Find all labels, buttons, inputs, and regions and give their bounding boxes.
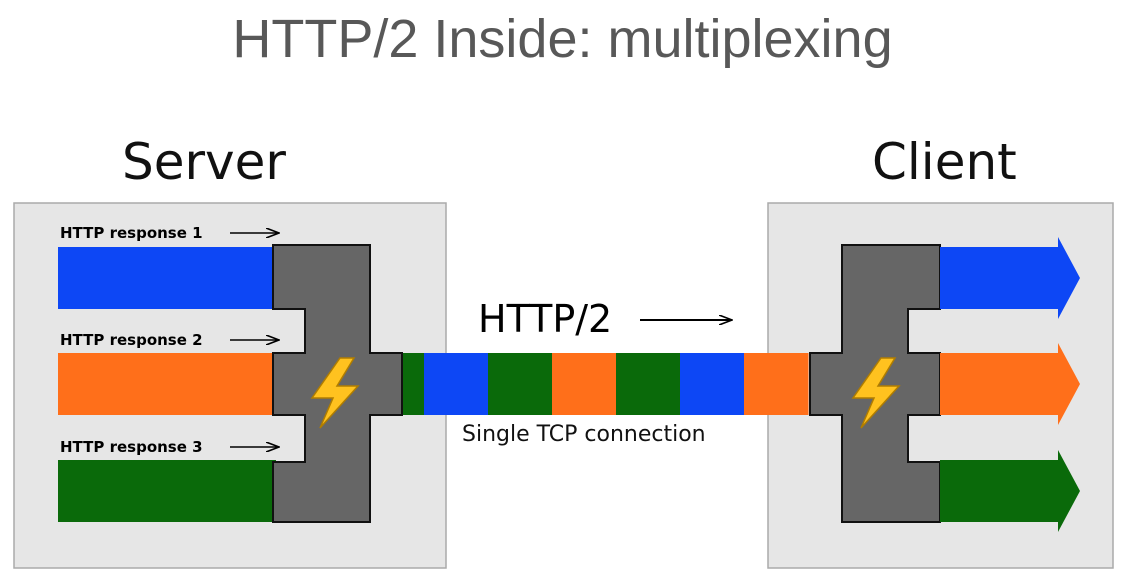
- client-stream-2: [940, 343, 1080, 425]
- server-stream-1: [58, 247, 276, 309]
- client-heading: Client: [872, 133, 1017, 191]
- server-stream-3: [58, 460, 276, 522]
- protocol-label: HTTP/2: [478, 297, 612, 341]
- response-label-3: HTTP response 3: [60, 438, 203, 456]
- page-title: HTTP/2 Inside: multiplexing: [232, 9, 893, 69]
- response-label-2: HTTP response 2: [60, 331, 203, 349]
- frame-orange: [552, 353, 617, 415]
- server-heading: Server: [122, 133, 286, 191]
- frame-blue: [680, 353, 745, 415]
- frame-green: [616, 353, 681, 415]
- connection-caption: Single TCP connection: [462, 422, 706, 447]
- client-stream-3: [940, 450, 1080, 532]
- tcp-connection-frames: [402, 353, 809, 415]
- frame-green: [488, 353, 553, 415]
- client-stream-1: [940, 237, 1080, 319]
- frame-orange: [744, 353, 809, 415]
- lightning-bolt-icon: [310, 357, 360, 429]
- server-stream-2: [58, 353, 276, 415]
- response-label-1: HTTP response 1: [60, 224, 203, 242]
- frame-blue: [424, 353, 489, 415]
- frame-green: [402, 353, 425, 415]
- lightning-bolt-icon: [851, 357, 901, 429]
